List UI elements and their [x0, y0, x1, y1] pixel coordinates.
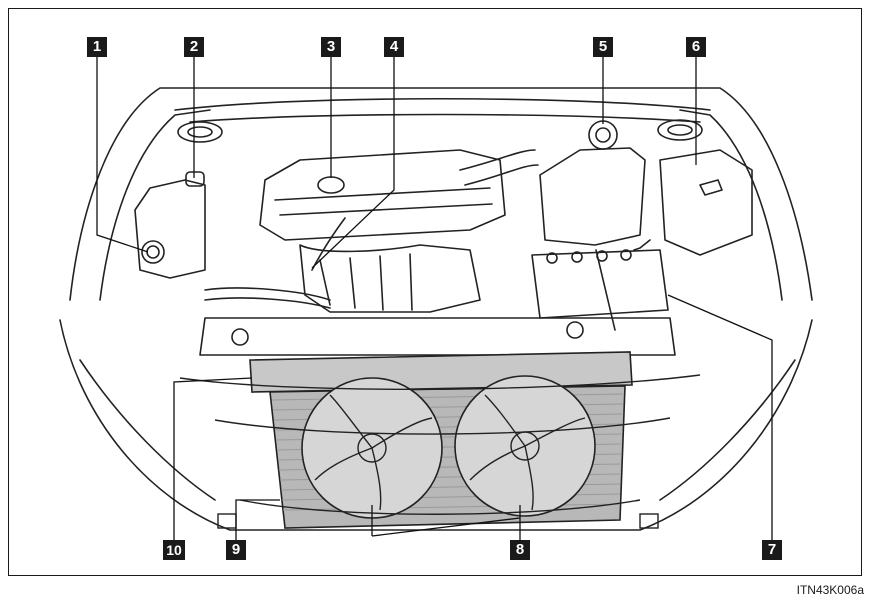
leader-4 — [311, 57, 395, 269]
washer-cap — [185, 171, 205, 187]
grille-bar-upper — [179, 374, 701, 391]
coolant-reservoir — [134, 179, 206, 279]
cowl-line — [174, 97, 711, 111]
hood-opening-outline — [69, 87, 813, 301]
air-cleaner-box — [539, 147, 646, 246]
radiator-assembly — [249, 351, 633, 529]
leader-9 — [235, 499, 280, 540]
radiator-support — [199, 317, 676, 356]
callout-5: 5 — [593, 37, 613, 57]
right-strut-tower — [657, 119, 703, 141]
fuse-box — [659, 149, 753, 256]
callout-9: 9 — [226, 540, 246, 560]
callout-3: 3 — [321, 37, 341, 57]
cowl-line-lower — [189, 113, 701, 123]
callout-2: 2 — [184, 37, 204, 57]
front-bumper — [59, 319, 813, 531]
callout-1: 1 — [87, 37, 107, 57]
callout-6: 6 — [686, 37, 706, 57]
oil-filler-cap — [317, 176, 345, 194]
leader-10 — [173, 377, 253, 540]
image-code: ITN43K006a — [796, 583, 864, 597]
inner-fender-left — [99, 109, 211, 301]
leader-1 — [96, 57, 149, 253]
inner-fender-right — [679, 109, 783, 301]
callout-4: 4 — [384, 37, 404, 57]
leader-7 — [667, 294, 773, 540]
intake-manifold — [299, 244, 481, 313]
grille-bar-lower — [239, 499, 641, 515]
dipstick — [311, 217, 346, 271]
callout-8: 8 — [510, 540, 530, 560]
grille-bar-middle — [214, 417, 671, 435]
brake-fluid-reservoir — [588, 120, 618, 150]
leader-8 — [371, 505, 521, 540]
right-fog-lamp — [639, 513, 659, 529]
left-strut-tower — [177, 121, 223, 143]
callout-10: 10 — [163, 540, 185, 560]
engine-head — [259, 149, 506, 241]
callout-7: 7 — [762, 540, 782, 560]
battery — [531, 249, 669, 319]
